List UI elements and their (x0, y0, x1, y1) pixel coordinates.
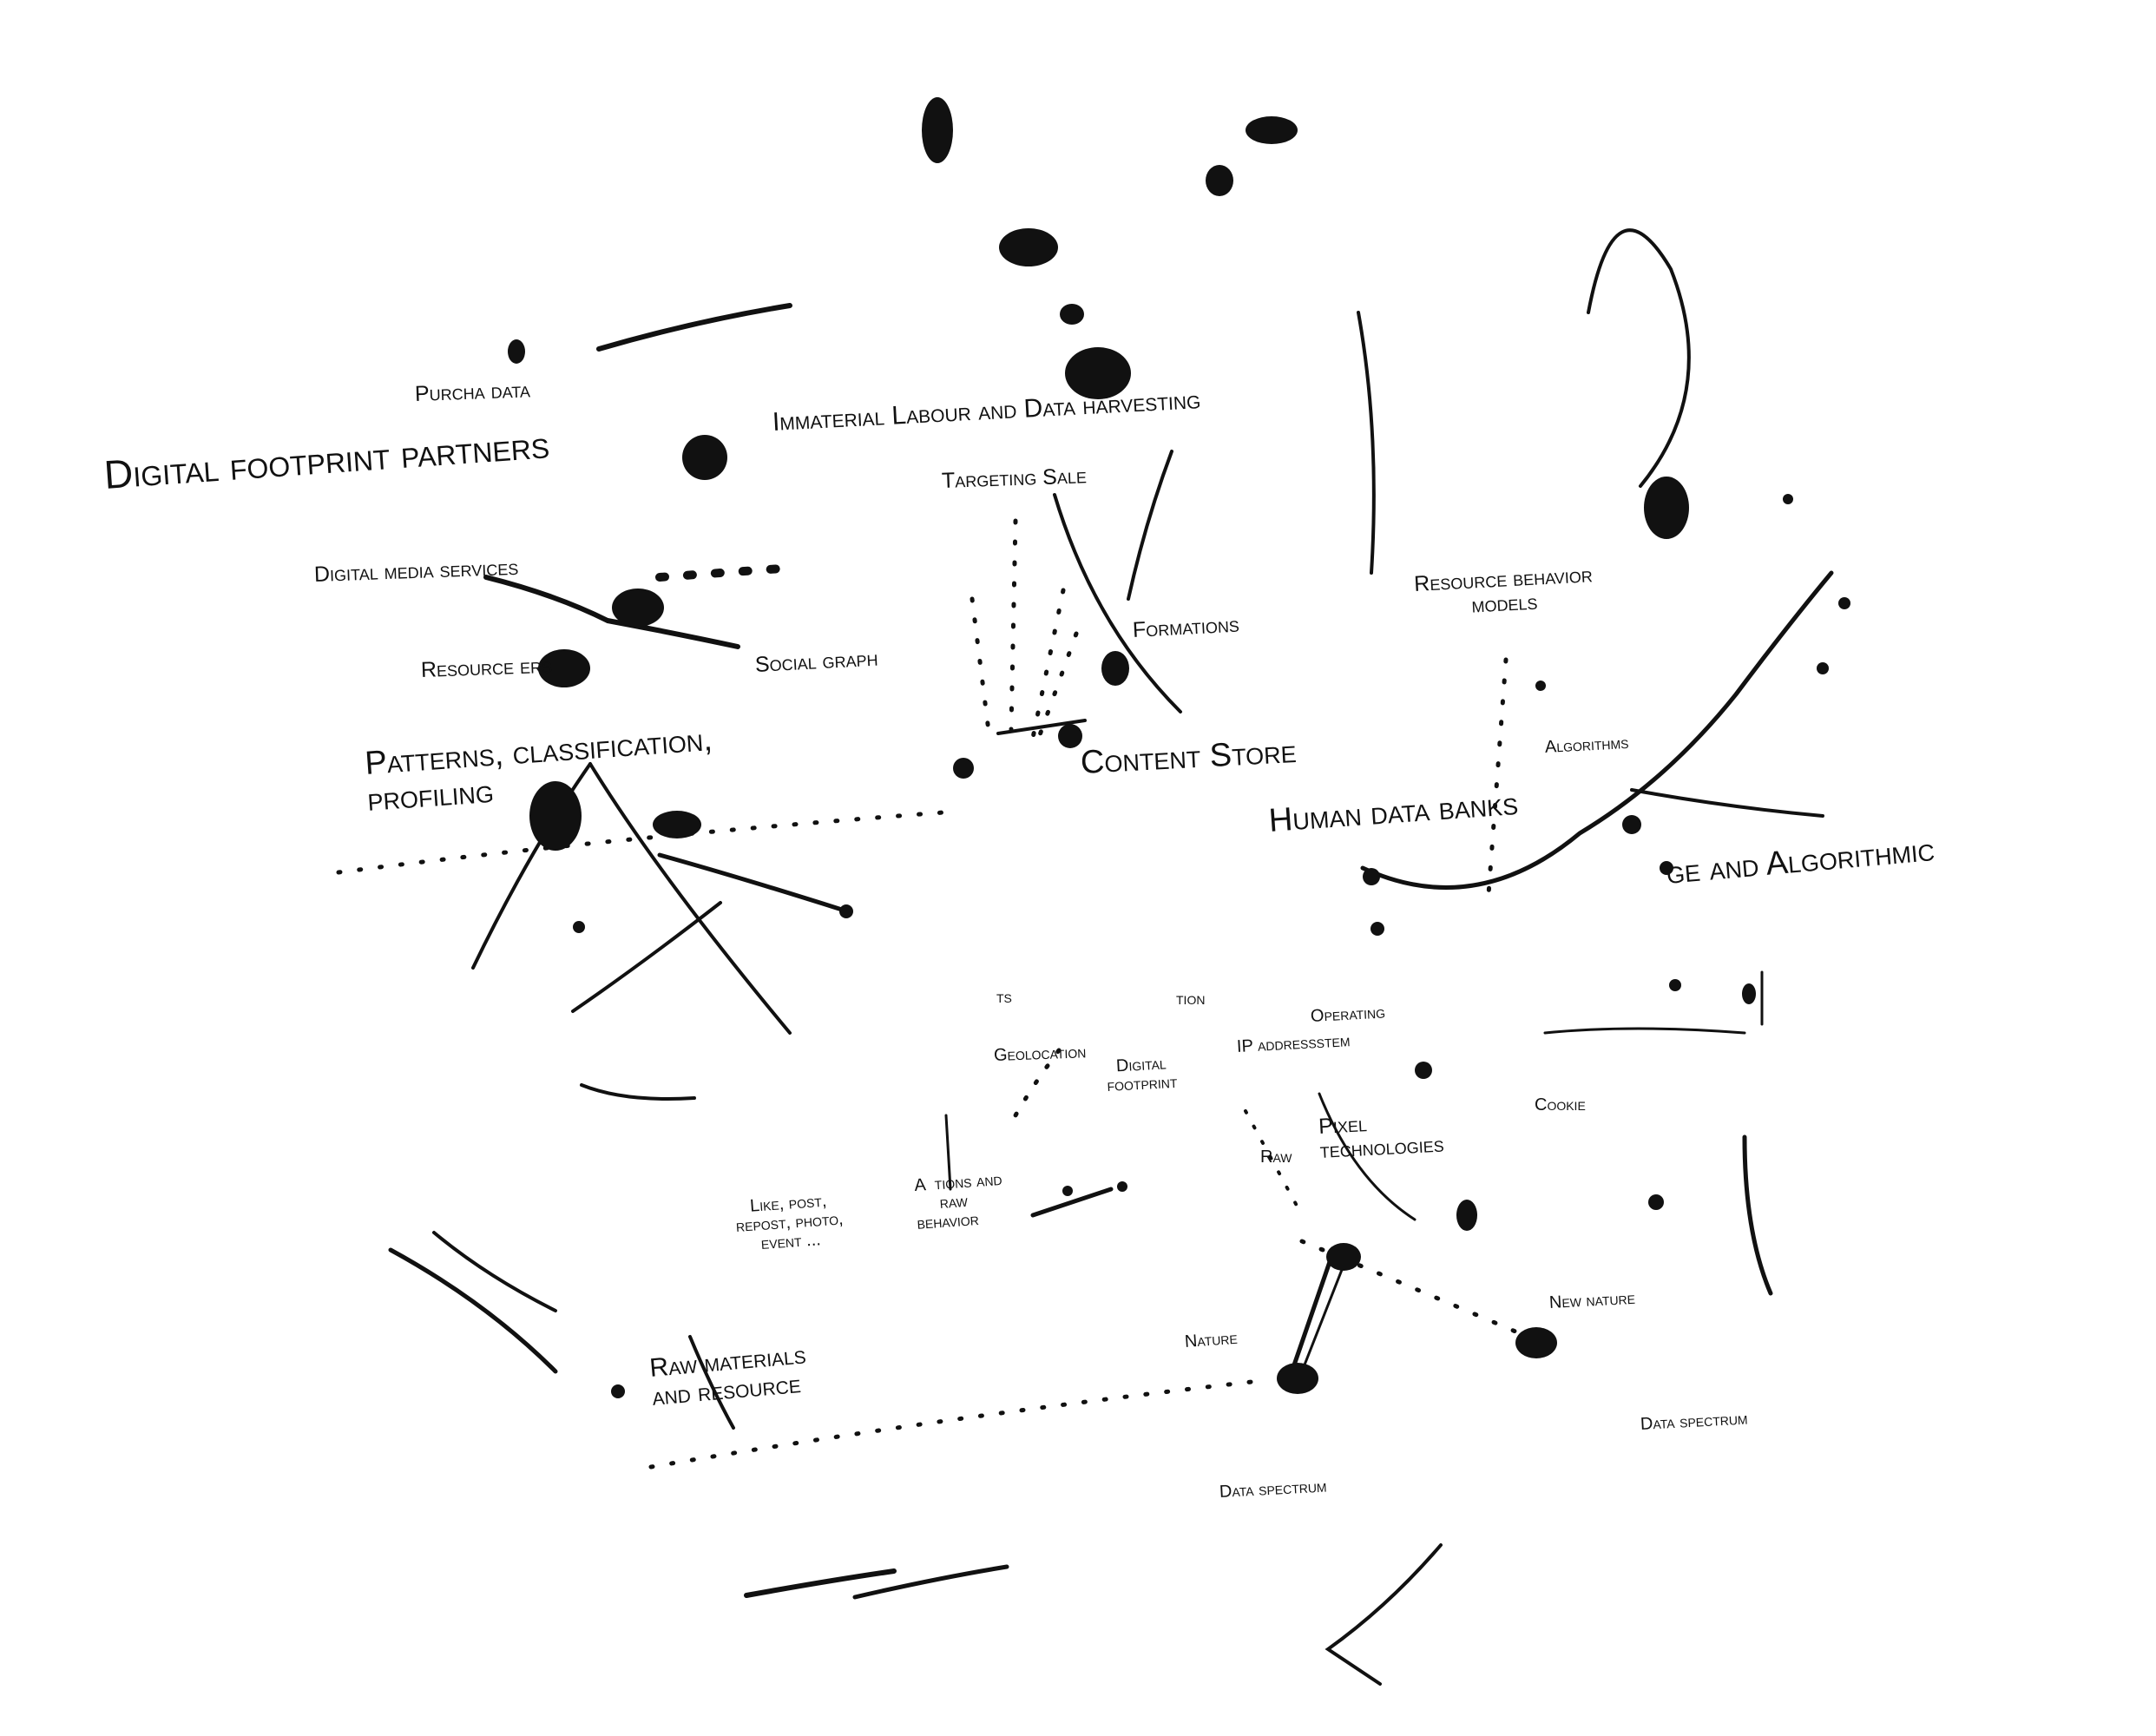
node-blob-patterns-b (653, 811, 701, 838)
curve-top-left (596, 303, 792, 352)
node-cookie (1648, 1194, 1664, 1210)
node-raw-behavior-b (1117, 1181, 1127, 1192)
node-blob-brokers (538, 649, 590, 687)
node-targeting (1060, 304, 1084, 325)
node-blob-immaterial (1065, 347, 1131, 399)
curve-right-x-b (432, 1231, 557, 1312)
line-raw-behavior (1030, 1187, 1114, 1218)
label-operating-system: Operating (1310, 1003, 1386, 1026)
node-left-blob (508, 339, 525, 364)
line-vertical-right (1357, 311, 1376, 575)
node-top-swirl-b (1206, 165, 1233, 196)
node-new-nature (1515, 1327, 1557, 1358)
label-purchase-data: Purcha data (414, 378, 531, 406)
label-geolocation: Geolocation (993, 1042, 1087, 1065)
label-pixel-technologies: Pixel technologies (1318, 1112, 1445, 1163)
node-blob-right-top (1644, 477, 1689, 539)
node-blob-formations (1101, 651, 1129, 686)
node-right-2 (1660, 861, 1673, 875)
label-resource-behavior-models: Resource behavior models (1413, 562, 1594, 618)
curve-bottom-left-b (852, 1564, 1009, 1600)
node-left-mid (573, 921, 585, 933)
dotted-resource-models (1486, 657, 1509, 897)
curve-right-lower (1742, 1134, 1773, 1296)
line-nature (1286, 1252, 1335, 1383)
label-cookie: Cookie (1535, 1095, 1586, 1115)
node-algo-1 (1535, 681, 1546, 691)
curve-right-top (1587, 228, 1691, 488)
dotted-fan-4 (1035, 631, 1079, 745)
label-ts: ts (996, 988, 1012, 1007)
node-right-1 (1622, 815, 1641, 834)
node-tech (1326, 1243, 1361, 1271)
line-right-mid (1543, 1027, 1746, 1035)
label-digital-footprint: Digital footprint (1107, 1054, 1178, 1095)
label-raw: Raw (1260, 1147, 1292, 1167)
curve-left-mid (580, 1083, 696, 1101)
line-content-store (996, 719, 1087, 735)
node-top-blob (922, 97, 953, 163)
dotted-digital-media (655, 564, 785, 582)
dotted-fan-2 (970, 596, 992, 740)
dotted-new-nature (1299, 1239, 1530, 1339)
node-ip-1 (1371, 922, 1384, 936)
label-resource-brokers: Resource ers (420, 653, 553, 682)
curve-patterns-b (588, 762, 792, 1035)
curve-social-graph (483, 575, 740, 649)
node-ip-2 (1415, 1062, 1432, 1079)
dotted-raw-tech (1244, 1109, 1304, 1217)
label-actions-behavior: A tions and raw behavior (913, 1170, 1003, 1233)
label-like-post: Like, post, repost, photo, event ... (735, 1191, 845, 1254)
node-blob-resource (612, 589, 664, 627)
node-pixel (1456, 1200, 1477, 1231)
node-resource-raw (611, 1384, 625, 1398)
node-content-store (953, 758, 974, 779)
node-nature (1277, 1363, 1318, 1394)
node-raw-behavior-a (1062, 1186, 1073, 1196)
node-right-6 (1742, 983, 1756, 1004)
node-human-data (1363, 868, 1380, 885)
curve-left-lower (571, 901, 722, 1013)
curve-algo-right (1630, 788, 1824, 818)
curve-center-right (1318, 1092, 1417, 1221)
label-tion: tion (1176, 990, 1206, 1009)
curve-bottom-center (1324, 1543, 1443, 1686)
curve-bottom-left (744, 1568, 897, 1598)
node-algo-2 (1817, 662, 1829, 674)
curve-raw-materials (688, 1335, 735, 1430)
dotted-fan-1 (1009, 518, 1018, 732)
node-center-blob (999, 228, 1058, 266)
node-top-swirl (1246, 116, 1298, 144)
curve-patterns-a (471, 762, 592, 970)
curve-targeting-a (1053, 493, 1182, 713)
dotted-patterns (336, 809, 957, 875)
node-algo-4 (1783, 494, 1793, 504)
curve-patterns-c (657, 852, 845, 912)
curve-right-x (388, 1247, 558, 1374)
node-patterns-right (839, 904, 853, 918)
node-algo-3 (1838, 597, 1850, 609)
curve-targeting-b (1127, 450, 1173, 601)
node-digital-footprint-partners (682, 435, 727, 480)
dotted-fan-3 (1030, 588, 1066, 740)
dotted-geo (1013, 1048, 1062, 1118)
label-nature: Nature (1184, 1328, 1239, 1351)
node-right-5 (1669, 979, 1681, 991)
node-content-store-b (1058, 724, 1082, 748)
curve-human-data (1360, 570, 1834, 890)
label-targeting-sale: Targeting Sale (941, 464, 1088, 493)
node-blob-patterns (529, 781, 582, 851)
line-vertical-center (944, 1114, 952, 1191)
